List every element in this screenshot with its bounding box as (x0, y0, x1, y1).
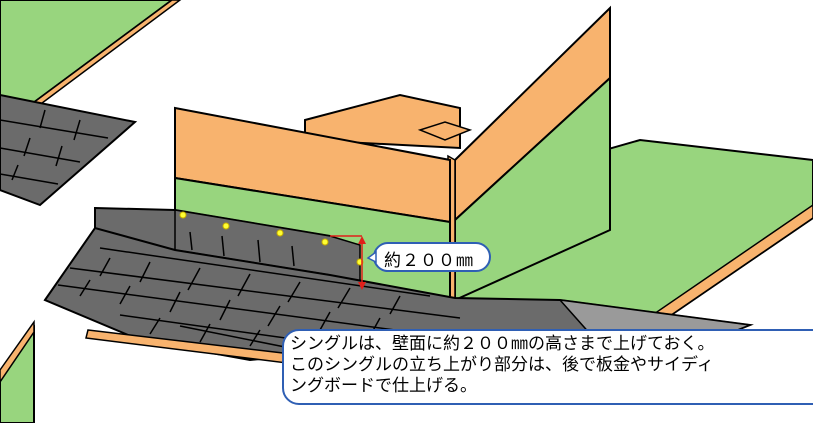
note-callout-box (282, 329, 813, 405)
lower-left-panel (0, 319, 35, 423)
note-line-1: シングルは、壁面に約２００㎜の高さまで上げておく。 (290, 334, 715, 354)
note-line-2: このシングルの立ち上がり部分は、後で板金やサイディ (290, 355, 714, 375)
left-shingle-strip (0, 93, 138, 207)
dimension-label: 約２００㎜ (384, 251, 474, 271)
dimension-arrow (330, 235, 366, 290)
nail-dots (179, 211, 364, 266)
dimension-callout-pointer (366, 250, 377, 264)
back-wall (304, 93, 473, 150)
note-line-3: ングボードで仕上げる。 (290, 376, 477, 396)
note-text: シングルは、壁面に約２００㎜の高さまで上げておく。 このシングルの立ち上がり部分… (290, 334, 813, 397)
